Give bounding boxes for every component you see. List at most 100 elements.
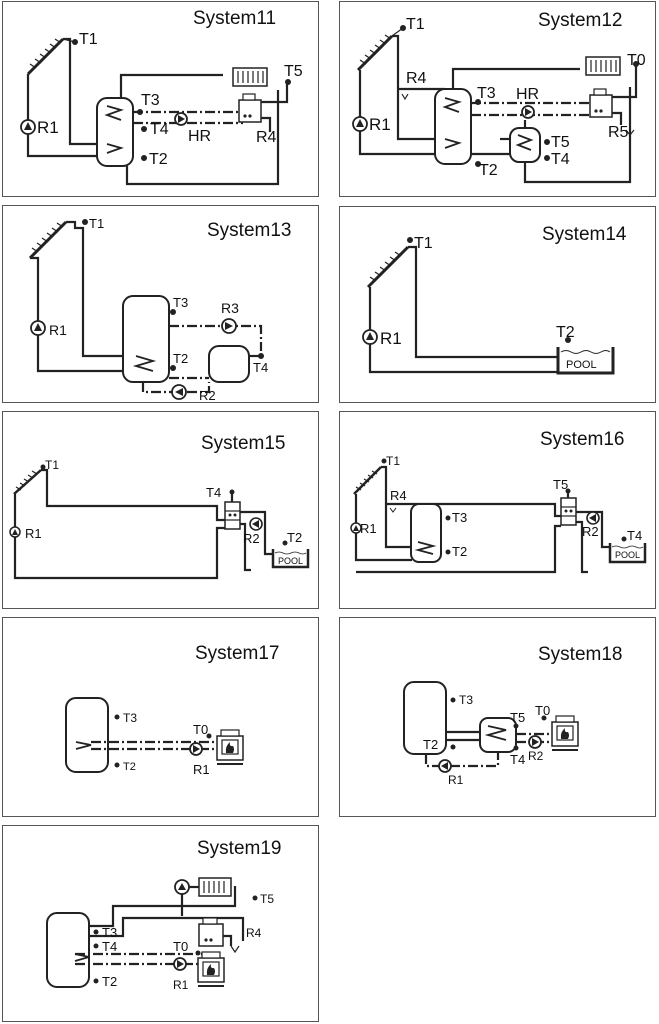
system16-title: System16 <box>540 429 625 450</box>
t2-label: T2 <box>149 151 168 168</box>
solar-collector-icon <box>353 466 382 495</box>
t3-label: T3 <box>102 925 117 940</box>
system11-diagram: T1 R1 T3 T4 HR T2 T5 R4 <box>20 31 303 186</box>
t4-label: T4 <box>253 360 268 375</box>
system13-diagram: T1 R1 T3 R3 T2 T4 R2 <box>28 216 268 403</box>
system18-panel: T3 T0 T5 T2 T4 R2 R1 System18 <box>339 617 656 817</box>
t1-label: T1 <box>89 216 104 231</box>
system14-diagram: POOL T1 R1 T2 <box>362 235 615 375</box>
system16-panel: POOL T1 R4 R1 T3 T2 T5 R2 T4 System16 <box>339 411 656 609</box>
t2-label: T2 <box>123 761 136 773</box>
system15-panel: POOL T1 R1 T4 R2 T2 System15 <box>2 411 319 609</box>
t4-label: T4 <box>510 752 525 767</box>
system17-title: System17 <box>195 643 280 664</box>
t4-label: T4 <box>206 485 221 500</box>
pool-icon: POOL <box>608 543 647 564</box>
solar-collector-icon <box>28 220 68 260</box>
t5-label: T5 <box>551 134 570 151</box>
t1-label: T1 <box>45 458 59 472</box>
r4-label: R4 <box>246 926 262 940</box>
t3-label: T3 <box>459 693 473 707</box>
system19-panel: T5 T3 T4 R4 T0 T2 R1 System19 <box>2 825 319 1022</box>
hr-label: HR <box>516 86 539 103</box>
system14-panel: POOL T1 R1 T2 System14 <box>339 206 656 403</box>
t0-label: T0 <box>193 722 208 737</box>
t2-label: T2 <box>452 544 467 559</box>
t2-label: T2 <box>102 974 117 989</box>
t1-label: T1 <box>386 454 400 468</box>
t4-label: T4 <box>102 939 117 954</box>
t3-label: T3 <box>141 92 160 109</box>
pool-label: POOL <box>566 359 597 371</box>
system15-diagram: POOL T1 R1 T4 R2 T2 <box>9 458 310 580</box>
t0-label: T0 <box>173 939 188 954</box>
system12-panel: T1 R1 R4 T3 HR T0 T5 R5 T2 T4 System12 <box>339 1 656 197</box>
radiator-icon <box>585 56 621 76</box>
t5-label: T5 <box>510 710 525 725</box>
stove-icon <box>216 729 244 765</box>
t3-label: T3 <box>452 510 467 525</box>
solar-collector-icon <box>356 34 394 72</box>
pool-label: POOL <box>278 556 303 566</box>
system12-diagram: T1 R1 R4 T3 HR T0 T5 R5 T2 T4 <box>352 16 646 184</box>
t1-label: T1 <box>79 31 98 48</box>
t2-label: T2 <box>479 162 498 179</box>
t3-label: T3 <box>123 711 137 725</box>
system13-panel: T1 R1 T3 R3 T2 T4 R2 System13 <box>2 205 319 403</box>
heat-exchanger-icon <box>560 497 577 526</box>
t5-label: T5 <box>553 477 568 492</box>
t5-label: T5 <box>260 892 274 906</box>
t3-label: T3 <box>173 295 188 310</box>
system17-diagram: T3 T0 T2 R1 <box>65 697 244 777</box>
solar-collector-icon <box>366 245 410 289</box>
solar-collector-icon <box>13 469 42 495</box>
r1-label: R1 <box>369 115 391 134</box>
system16-diagram: POOL T1 R4 R1 T3 T2 T5 R2 T4 <box>350 454 647 574</box>
pool-label: POOL <box>615 550 640 560</box>
r2-label: R2 <box>528 749 544 763</box>
pool-icon: POOL <box>271 549 310 569</box>
r1-label: R1 <box>360 521 377 536</box>
radiator-icon <box>232 67 268 87</box>
r1-label: R1 <box>49 322 67 338</box>
r2-label: R2 <box>582 524 599 539</box>
boiler-icon <box>238 93 262 123</box>
t4-label: T4 <box>627 528 642 543</box>
t1-label: T1 <box>406 16 425 33</box>
hr-label: HR <box>188 128 211 145</box>
boiler-icon <box>589 88 613 118</box>
system19-title: System19 <box>197 838 282 859</box>
boiler-icon <box>198 917 224 947</box>
system11-title: System11 <box>193 8 277 29</box>
r5-label: R5 <box>608 124 629 141</box>
r1-label: R1 <box>380 329 402 348</box>
system15-title: System15 <box>201 433 286 454</box>
stove-icon <box>551 715 579 751</box>
r2-label: R2 <box>243 531 260 546</box>
system19-diagram: T5 T3 T4 R4 T0 T2 R1 <box>46 877 274 992</box>
system14-title: System14 <box>542 224 627 245</box>
r1-label: R1 <box>25 526 42 541</box>
pool-icon: POOL <box>556 347 615 375</box>
t0-label: T0 <box>627 52 646 69</box>
system18-title: System18 <box>538 644 623 665</box>
t4-label: T4 <box>551 151 570 168</box>
r4-label: R4 <box>256 129 277 146</box>
system12-title: System12 <box>538 10 623 31</box>
r2-label: R2 <box>199 388 216 403</box>
system11-panel: T1 R1 T3 T4 HR T2 T5 R4 System11 <box>2 1 319 197</box>
heat-exchanger-icon <box>224 501 241 530</box>
system13-title: System13 <box>207 220 292 241</box>
t1-label: T1 <box>414 235 433 252</box>
t2-label: T2 <box>173 351 188 366</box>
r1-label: R1 <box>448 773 464 787</box>
system18-diagram: T3 T0 T5 T2 T4 R2 R1 <box>403 681 579 787</box>
r1-label: R1 <box>193 762 210 777</box>
system17-panel: T3 T0 T2 R1 System17 <box>2 617 319 817</box>
r3-label: R3 <box>221 300 239 316</box>
t2-label: T2 <box>287 530 302 545</box>
stove-icon <box>197 951 225 987</box>
r4-label: R4 <box>390 488 407 503</box>
t2-label: T2 <box>556 324 575 341</box>
t5-label: T5 <box>284 63 303 80</box>
